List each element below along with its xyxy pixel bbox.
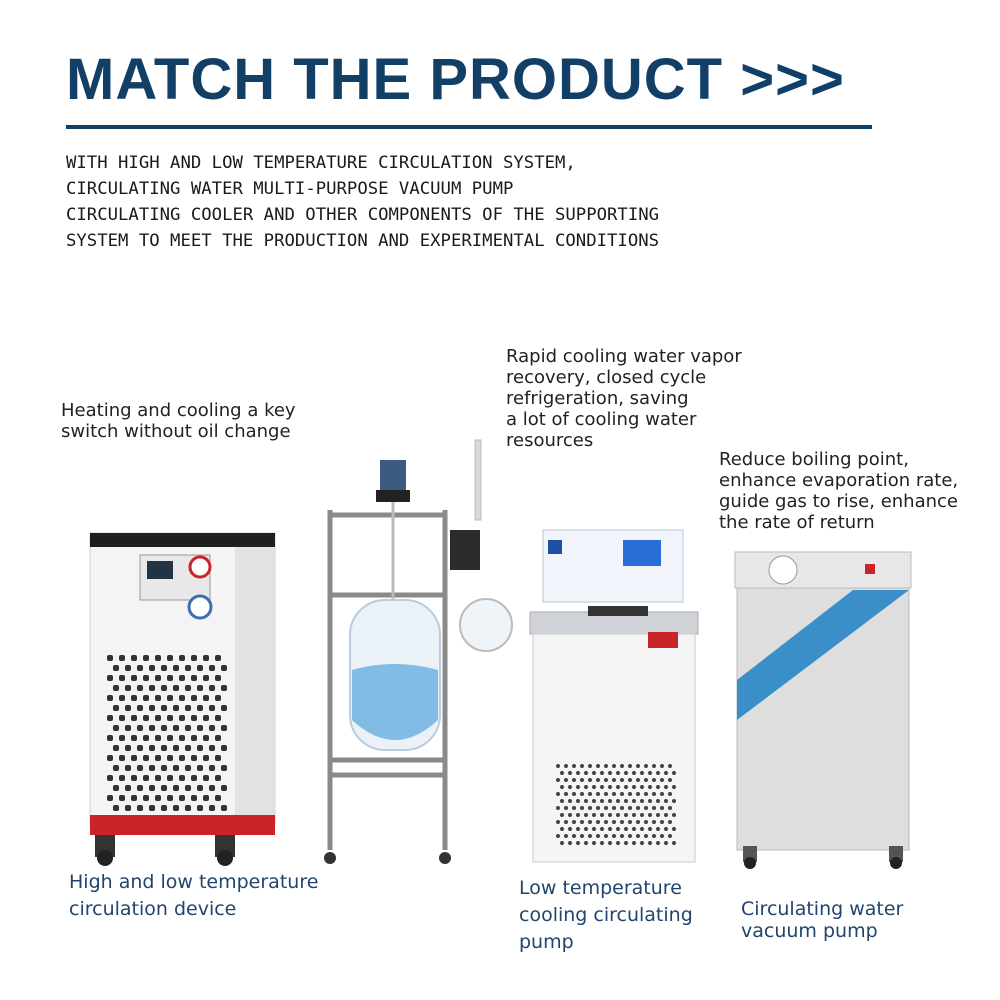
caption-cooling-pump: Low temperature cooling circulating pump: [519, 877, 693, 953]
note-boiling: Reduce boiling point, enhance evaporatio…: [719, 449, 959, 533]
intro-line: SYSTEM TO MEET THE PRODUCTION AND EXPERI…: [66, 231, 660, 251]
intro-text: WITH HIGH AND LOW TEMPERATURE CIRCULATIO…: [66, 150, 659, 254]
caption-vacuum-pump: Circulating water vacuum pump: [741, 898, 904, 942]
note-heating: Heating and cooling a key switch without…: [61, 400, 296, 442]
vacuum-pump-illustration: [734, 551, 912, 869]
title-underline: [66, 125, 872, 129]
intro-line: CIRCULATING COOLER AND OTHER COMPONENTS …: [66, 205, 660, 225]
note-cooling: Rapid cooling water vapor recovery, clos…: [506, 346, 742, 451]
page-title: MATCH THE PRODUCT >>>: [66, 47, 845, 112]
glass-reactor-illustration: [324, 439, 513, 864]
intro-line: WITH HIGH AND LOW TEMPERATURE CIRCULATIO…: [66, 153, 576, 173]
circulator-illustration: [89, 532, 276, 866]
cooling-pump-illustration: [529, 529, 699, 863]
caption-circulator: High and low temperature circulation dev…: [69, 871, 319, 920]
intro-line: CIRCULATING WATER MULTI-PURPOSE VACUUM P…: [66, 179, 514, 199]
